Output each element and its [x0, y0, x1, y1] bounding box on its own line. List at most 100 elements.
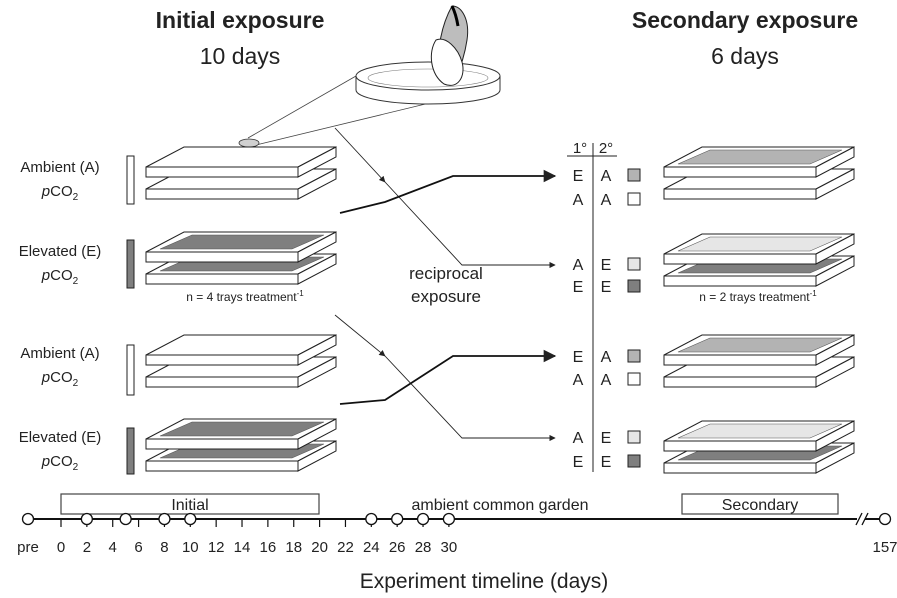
arrow-ambient2-to-secondary — [334, 314, 386, 357]
tick-label: 4 — [109, 539, 117, 556]
combo-secondary: E — [601, 430, 612, 447]
sampling-point — [416, 512, 430, 526]
sampling-point — [119, 512, 132, 526]
common-garden-label: ambient common garden — [412, 497, 589, 514]
sampling-point — [365, 512, 378, 526]
combo-primary: E — [573, 279, 584, 296]
timeline-axis-label: Experiment timeline (days) — [360, 570, 609, 593]
combo-secondary: A — [601, 372, 612, 389]
tick-label: 24 — [363, 539, 380, 556]
axis-break-icon — [855, 512, 863, 526]
tick-label: 16 — [260, 539, 277, 556]
tick-label: 2 — [83, 539, 91, 556]
combo-secondary: A — [601, 192, 612, 209]
combo-primary: A — [573, 257, 584, 274]
combo-secondary: A — [601, 349, 612, 366]
combo-primary: A — [573, 372, 584, 389]
tick-label: 30 — [441, 539, 458, 556]
combo-swatch — [627, 454, 641, 468]
arrow-elevated2-to-ambient — [339, 349, 557, 405]
combo-primary: E — [573, 168, 584, 185]
reciprocal-label-line1: reciprocal — [409, 264, 483, 283]
arrow-ambient-to-elevated — [384, 181, 556, 269]
arrow-ambient2-to-elevated — [384, 355, 556, 442]
tick-label: pre — [17, 539, 39, 556]
secondary-exposure-title: Secondary exposure — [632, 7, 858, 33]
arrow-ambient-to-secondary — [334, 127, 386, 183]
secondary-tray-1-upper — [663, 146, 855, 178]
combo-swatch — [627, 168, 641, 182]
sampling-point — [391, 512, 404, 526]
treatment-label-elevated-2: Elevated (E) pCO2 — [19, 427, 135, 475]
sampling-point — [442, 512, 456, 526]
tick-label: 0 — [57, 539, 65, 556]
combo-secondary: E — [601, 454, 612, 471]
initial-exposure-title: Initial exposure — [156, 7, 325, 33]
initial-tray-elevated-1-upper — [145, 231, 337, 263]
sampling-point — [158, 512, 171, 526]
sampling-point — [21, 512, 35, 526]
treatment-label-ambient-2: Ambient (A) pCO2 — [20, 344, 135, 396]
combo-primary: E — [573, 349, 584, 366]
petri-dish-illustration — [238, 5, 501, 148]
secondary-tray-3-upper — [663, 334, 855, 366]
tick-label: 28 — [415, 539, 432, 556]
pco2-label: pCO2 — [41, 369, 79, 389]
tick-label: 18 — [285, 539, 302, 556]
tick-label: 8 — [160, 539, 168, 556]
elevated-label: Elevated (E) — [19, 429, 102, 446]
sampling-points — [21, 512, 892, 526]
secondary-header: 2° — [599, 140, 613, 157]
secondary-tray-2-upper — [663, 233, 855, 265]
combo-swatch — [627, 257, 641, 271]
elevated-swatch — [126, 239, 135, 289]
sampling-point — [80, 512, 94, 526]
combo-swatch — [627, 349, 641, 363]
ambient-swatch — [126, 155, 135, 205]
sampling-point — [878, 512, 892, 526]
treatment-label-elevated-1: Elevated (E) pCO2 — [19, 239, 135, 289]
arrow-elevated-to-ambient — [339, 169, 557, 214]
tick-label: 12 — [208, 539, 225, 556]
secondary-phase-box — [681, 493, 839, 515]
sampling-point — [184, 512, 197, 526]
primary-header: 1° — [573, 140, 587, 157]
pco2-label: pCO2 — [41, 267, 79, 287]
combo-primary: E — [573, 454, 584, 471]
elevated-swatch — [126, 427, 135, 475]
initial-tray-ambient-2-upper — [145, 334, 337, 366]
pco2-label: pCO2 — [41, 453, 79, 473]
initial-phase-label: Initial — [171, 497, 208, 514]
tick-label: 10 — [182, 539, 199, 556]
combo-secondary: A — [601, 168, 612, 185]
tick-label: 14 — [234, 539, 251, 556]
combo-secondary: E — [601, 257, 612, 274]
initial-duration: 10 days — [200, 43, 281, 69]
secondary-tray-4-upper — [663, 420, 855, 452]
axis-break-icon — [861, 512, 869, 526]
tick-label: 157 — [872, 539, 897, 556]
initial-tray-elevated-2-upper — [145, 418, 337, 450]
combo-primary: A — [573, 192, 584, 209]
elevated-label: Elevated (E) — [19, 243, 102, 260]
timeline: Initial Secondary ambient common garden … — [17, 493, 897, 593]
ambient-swatch — [126, 344, 135, 396]
combo-secondary: E — [601, 279, 612, 296]
combo-primary: A — [573, 430, 584, 447]
combo-swatch — [627, 430, 641, 444]
tick-label: 20 — [311, 539, 328, 556]
reciprocal-arrows — [334, 127, 557, 442]
secondary-tray-count: n = 2 trays treatment-1 — [699, 289, 817, 304]
tick-label: 26 — [389, 539, 406, 556]
tray-stacks — [145, 146, 855, 474]
initial-tray-count: n = 4 trays treatment-1 — [186, 289, 304, 304]
combo-swatch — [627, 192, 641, 206]
initial-tray-ambient-1-upper — [145, 146, 337, 178]
secondary-duration: 6 days — [711, 43, 779, 69]
combo-swatch — [627, 279, 641, 293]
